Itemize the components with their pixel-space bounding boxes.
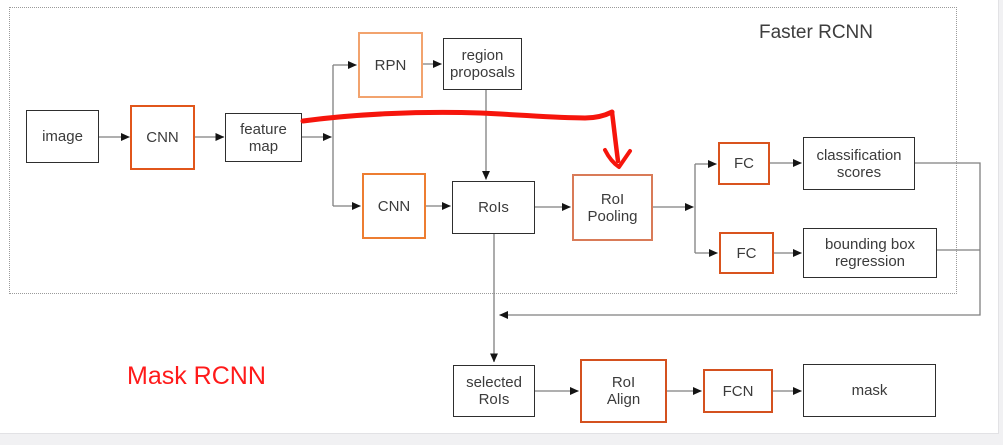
node-cnn-top: CNN xyxy=(130,105,195,170)
node-rois: RoIs xyxy=(452,181,535,234)
node-region-proposals-label: region proposals xyxy=(449,47,516,81)
node-cnn-bottom-label: CNN xyxy=(377,197,411,215)
node-fc-top: FC xyxy=(718,142,770,185)
node-feature-map-label: feature map xyxy=(240,120,287,155)
node-image-label: image xyxy=(42,128,83,145)
faster-rcnn-label: Faster RCNN xyxy=(758,22,873,43)
node-fcn: FCN xyxy=(703,369,773,413)
node-bounding-box-regression: bounding box regression xyxy=(803,228,937,278)
node-fc-bottom: FC xyxy=(719,232,774,274)
node-mask-label: mask xyxy=(851,382,888,399)
node-roi-align: RoI Align xyxy=(580,359,667,423)
node-fcn-label: FCN xyxy=(722,382,754,400)
node-cnn-top-label: CNN xyxy=(146,129,179,146)
node-fc-bottom-label: FC xyxy=(736,244,757,262)
node-feature-map: feature map xyxy=(225,113,302,162)
node-image: image xyxy=(26,110,99,163)
node-region-proposals: region proposals xyxy=(443,38,522,90)
node-bounding-box-regression-label: bounding box regression xyxy=(824,236,916,270)
node-rpn-label: RPN xyxy=(374,56,407,74)
node-fc-top-label: FC xyxy=(734,155,754,172)
node-rpn: RPN xyxy=(358,32,423,98)
faster-rcnn-region-outline xyxy=(9,7,957,294)
node-classification-scores: classification scores xyxy=(803,137,915,190)
node-classification-scores-label: classification scores xyxy=(816,146,902,181)
page-background: Faster RCNN Mask RCNN image CNN feature … xyxy=(0,0,999,434)
node-mask: mask xyxy=(803,364,936,417)
node-roi-pooling: RoI Pooling xyxy=(572,174,653,241)
mask-rcnn-label: Mask RCNN xyxy=(127,362,266,390)
node-roi-pooling-label: RoI Pooling xyxy=(587,190,638,225)
node-cnn-bottom: CNN xyxy=(362,173,426,239)
node-roi-align-label: RoI Align xyxy=(606,374,641,408)
node-rois-label: RoIs xyxy=(478,199,509,216)
node-selected-rois-label: selected RoIs xyxy=(466,374,522,408)
node-selected-rois: selected RoIs xyxy=(453,365,535,417)
